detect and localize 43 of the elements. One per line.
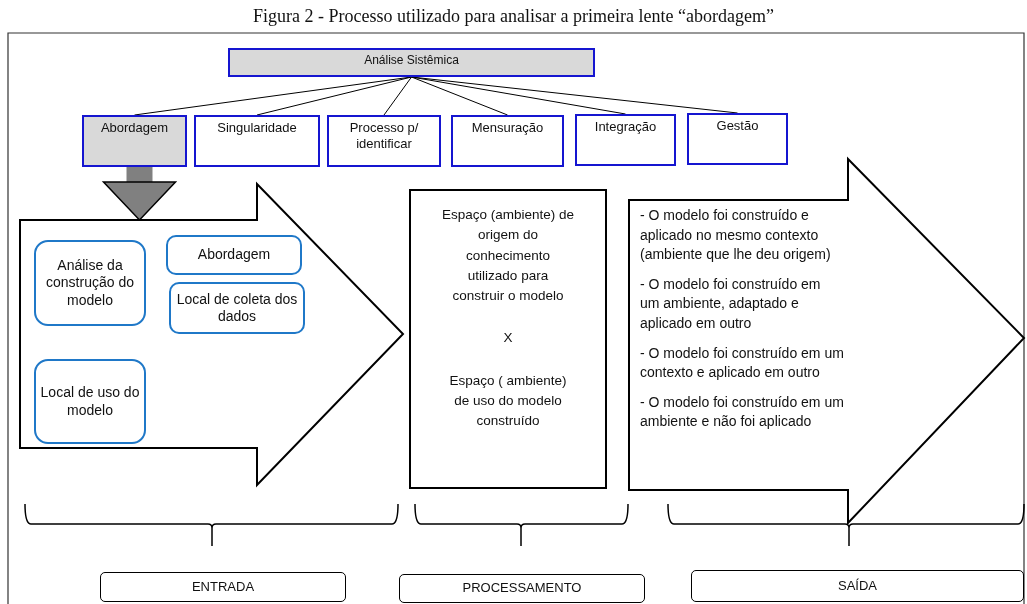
rounded-box <box>169 282 305 334</box>
stage-box <box>100 572 346 602</box>
category-box <box>194 115 320 167</box>
category-box <box>82 115 187 167</box>
outcome-text: - O modelo foi construído em um ambiente, adaptado e aplicado em outro <box>640 274 822 333</box>
category-box <box>327 115 441 167</box>
outcome-text: - O modelo foi construído e aplicado no mesmo contexto (ambiente que lhe deu origem) <box>640 206 832 265</box>
root-box <box>228 48 595 77</box>
category-box <box>687 113 788 165</box>
node-label: Abordagem <box>197 246 271 264</box>
node-label: Integração <box>594 119 657 136</box>
figure-title: Figura 2 - Processo utilizado para analisar a primeira lente “abordagem” <box>252 6 775 27</box>
category-box <box>575 114 676 166</box>
node-label: PROCESSAMENTO <box>462 580 582 597</box>
node-label: Espaço ( ambiente) de uso do modelo construído <box>448 371 568 430</box>
node-label: Análise da construção do modelo <box>45 256 135 310</box>
stage-box <box>399 574 645 603</box>
node-label: ENTRADA <box>191 578 255 596</box>
node-label: Processo p/ identificar <box>348 120 420 153</box>
node-label: X <box>503 329 513 348</box>
rounded-box <box>34 240 146 326</box>
rounded-box <box>166 235 302 275</box>
node-label: Local de uso do modelo <box>39 384 141 419</box>
input-arrow <box>18 183 405 486</box>
outcome-text: - O modelo foi construído em um contexto e aplicado em outro <box>640 343 845 383</box>
outcome-text: - O modelo foi construído em um ambiente e não foi aplicado <box>640 392 845 432</box>
node-label: Mensuração <box>471 120 544 137</box>
process-box <box>409 189 607 489</box>
connector-line <box>383 76 412 116</box>
block-arrow <box>102 167 177 221</box>
output-arrow <box>628 158 1026 524</box>
stage-box <box>691 570 1024 602</box>
connector-line <box>411 76 508 116</box>
node-label: Gestão <box>716 118 759 135</box>
node-label: Análise Sistêmica <box>364 53 459 68</box>
node-label: Abordagem <box>100 120 169 137</box>
rounded-box <box>34 359 146 444</box>
category-box <box>451 115 564 167</box>
connector-line <box>256 76 412 116</box>
node-label: Espaço (ambiente) de origem do conhecimento utilizado para construir o modelo <box>441 206 575 305</box>
node-label: SAÍDA <box>838 577 877 595</box>
node-label: Local de coleta dos dados <box>175 290 299 326</box>
node-label: Singularidade <box>217 120 297 137</box>
